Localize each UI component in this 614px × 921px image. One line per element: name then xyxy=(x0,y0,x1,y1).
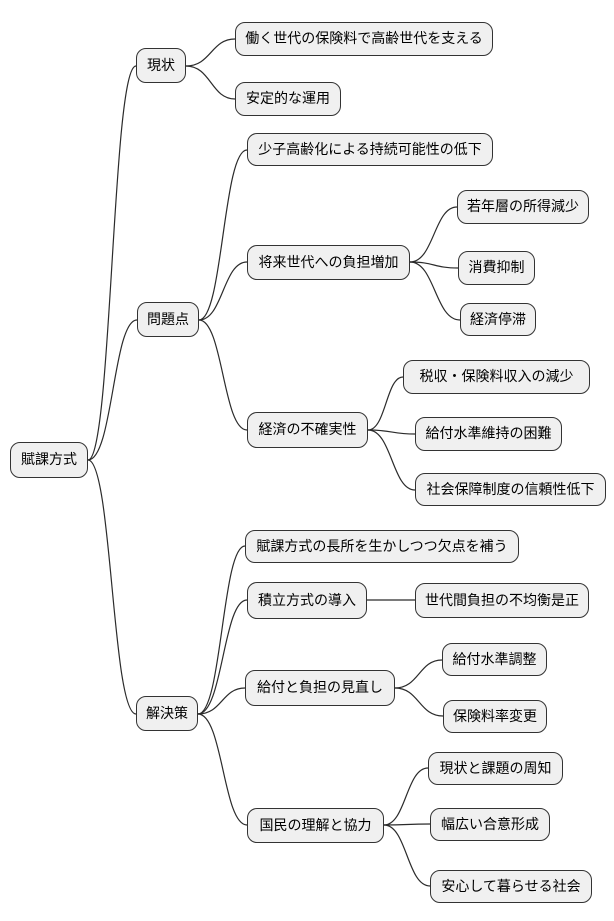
edge-current-state-stable-operation xyxy=(185,65,236,100)
node-supported-by-working-generation: 働く世代の保険料で高齢世代を支える xyxy=(235,22,493,56)
edge-problems-uncertainty xyxy=(198,319,248,431)
edge-solutions-complement xyxy=(197,545,246,715)
edge-uncertainty-benefit-difficulty xyxy=(367,429,416,435)
edge-solutions-funded-system xyxy=(197,599,248,715)
node-stable-operation: 安定的な運用 xyxy=(235,82,341,116)
edge-future-burden-youth-income xyxy=(409,206,458,263)
edge-problems-future-burden xyxy=(198,261,248,321)
node-pay-as-you-go-root: 賦課方式 xyxy=(10,442,88,478)
node-youth-income-decline: 若年層の所得減少 xyxy=(457,190,589,224)
edge-uncertainty-revenue-decline xyxy=(367,376,404,431)
node-benefit-burden-review: 給付と負担の見直し xyxy=(245,670,395,706)
edge-current-state-working-generation xyxy=(185,38,236,67)
node-public-understanding-cooperation: 国民の理解と協力 xyxy=(247,808,384,843)
edge-future-burden-consumption xyxy=(409,261,459,269)
node-economic-stagnation: 経済停滞 xyxy=(460,303,536,336)
node-consumption-restraint: 消費抑制 xyxy=(458,251,535,285)
edge-root-solutions xyxy=(87,459,137,715)
edge-public-understanding-consensus xyxy=(383,823,431,826)
node-benefit-level-adjustment: 給付水準調整 xyxy=(442,643,547,676)
edge-uncertainty-trust-decline xyxy=(367,429,416,491)
node-complement-weaknesses: 賦課方式の長所を生かしつつ欠点を補う xyxy=(245,530,519,563)
node-benefit-level-maintenance-difficulty: 給付水準維持の困難 xyxy=(415,417,562,451)
edge-solutions-benefit-review xyxy=(197,687,246,715)
edge-solutions-public-understanding xyxy=(197,713,248,826)
edge-benefit-review-level-adjustment xyxy=(394,659,443,689)
node-economic-uncertainty: 経済の不確実性 xyxy=(247,412,368,448)
edge-problems-sustainability xyxy=(198,149,248,321)
node-secure-society: 安心して暮らせる社会 xyxy=(430,870,592,903)
node-problems: 問題点 xyxy=(137,302,199,337)
edge-future-burden-stagnation xyxy=(409,261,461,321)
node-tax-premium-revenue-decline: 税収・保険料収入の減少 xyxy=(403,360,590,394)
node-solutions: 解決策 xyxy=(136,696,198,731)
edge-benefit-review-premium-rate xyxy=(394,687,444,717)
node-awareness-of-issues: 現状と課題の周知 xyxy=(428,752,563,785)
node-current-state: 現状 xyxy=(136,48,186,83)
node-social-security-trust-decline: 社会保障制度の信頼性低下 xyxy=(415,473,606,506)
edge-root-problems xyxy=(87,319,138,461)
edge-public-understanding-secure-society xyxy=(383,824,431,887)
edge-public-understanding-awareness xyxy=(383,767,429,826)
node-generational-imbalance-correction: 世代間負担の不均衡是正 xyxy=(415,583,589,618)
edge-root-current-state xyxy=(87,65,137,461)
node-future-burden-increase: 将来世代への負担増加 xyxy=(247,245,410,280)
node-broad-consensus: 幅広い合意形成 xyxy=(430,808,550,841)
node-declining-sustainability: 少子高齢化による持続可能性の低下 xyxy=(247,133,493,166)
node-premium-rate-change: 保険料率変更 xyxy=(443,700,547,733)
node-funded-system-introduction: 積立方式の導入 xyxy=(247,582,367,619)
